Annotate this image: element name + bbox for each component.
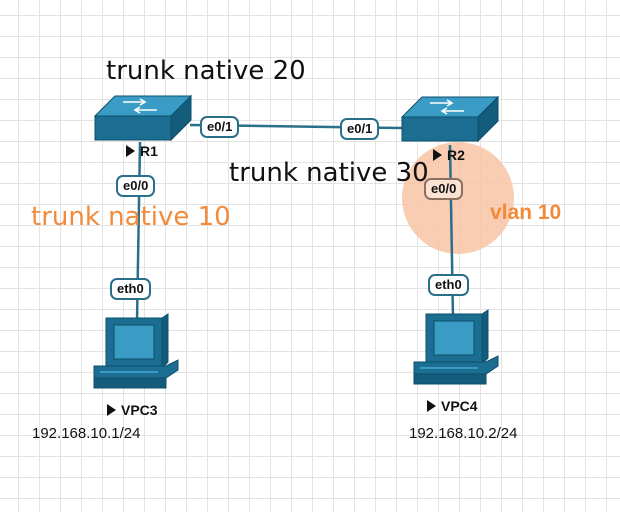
play-icon	[126, 145, 135, 157]
ip-address-vpc3: 192.168.10.1/24	[32, 425, 141, 442]
port-label-r2-e0-1[interactable]: e0/1	[340, 118, 380, 140]
play-icon	[427, 400, 436, 412]
pc-icon[interactable]	[93, 313, 179, 389]
port-label-r1-e0-0[interactable]: e0/0	[116, 175, 156, 197]
r1-access-annotation: trunk native 10	[31, 202, 231, 232]
device-name-vpc3: VPC3	[121, 402, 158, 418]
switch-icon[interactable]	[400, 95, 500, 143]
switch-icon[interactable]	[93, 94, 193, 142]
port-label-vpc4-eth0[interactable]: eth0	[428, 274, 469, 296]
play-icon	[107, 404, 116, 416]
ip-address-vpc4: 192.168.10.2/24	[409, 425, 518, 442]
port-label-vpc3-eth0[interactable]: eth0	[110, 278, 151, 300]
device-name-r2: R2	[447, 147, 465, 163]
port-label-r2-e0-0[interactable]: e0/0	[424, 178, 464, 200]
port-label-r1-e0-1[interactable]: e0/1	[200, 116, 240, 138]
r2-trunk-annotation: trunk native 30	[229, 158, 429, 188]
r1-trunk-annotation: trunk native 20	[106, 56, 306, 86]
pc-icon[interactable]	[413, 309, 499, 385]
r2-access-annotation: vlan 10	[490, 201, 562, 224]
device-name-vpc4: VPC4	[441, 398, 478, 414]
play-icon	[433, 149, 442, 161]
device-name-r1: R1	[140, 143, 158, 159]
